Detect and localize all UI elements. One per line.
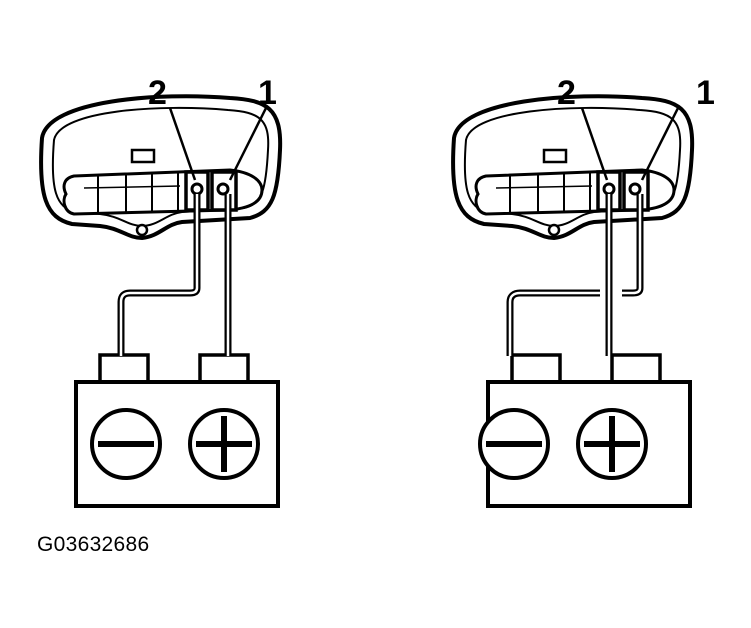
minus-icon [90, 408, 162, 480]
pin-label-1-left: 1 [258, 74, 277, 112]
wire-pin2-to-negative-left [117, 194, 201, 356]
leader-line-2-right [580, 107, 609, 181]
plus-icon [576, 408, 648, 480]
right-panel: 2 1 [451, 74, 715, 508]
minus-icon [478, 408, 550, 480]
figure-reference-code: G03632686 [37, 533, 150, 556]
leader-line-2-left [168, 107, 197, 181]
leader-line-1-left [228, 107, 268, 181]
pin-1-terminal-left [216, 182, 230, 196]
pin-label-2-right: 2 [557, 74, 576, 112]
left-panel: 2 1 [39, 74, 283, 508]
pin-1-terminal-right [628, 182, 642, 196]
pin-label-2-left: 2 [148, 74, 167, 112]
pin-2-terminal-right [602, 182, 616, 196]
leader-line-1-right [640, 107, 680, 181]
pin-label-1-right: 1 [696, 74, 715, 112]
connector-housing-left [39, 94, 283, 241]
connector-housing-right [451, 94, 695, 241]
plus-icon [188, 408, 260, 480]
pin-2-terminal-left [190, 182, 204, 196]
